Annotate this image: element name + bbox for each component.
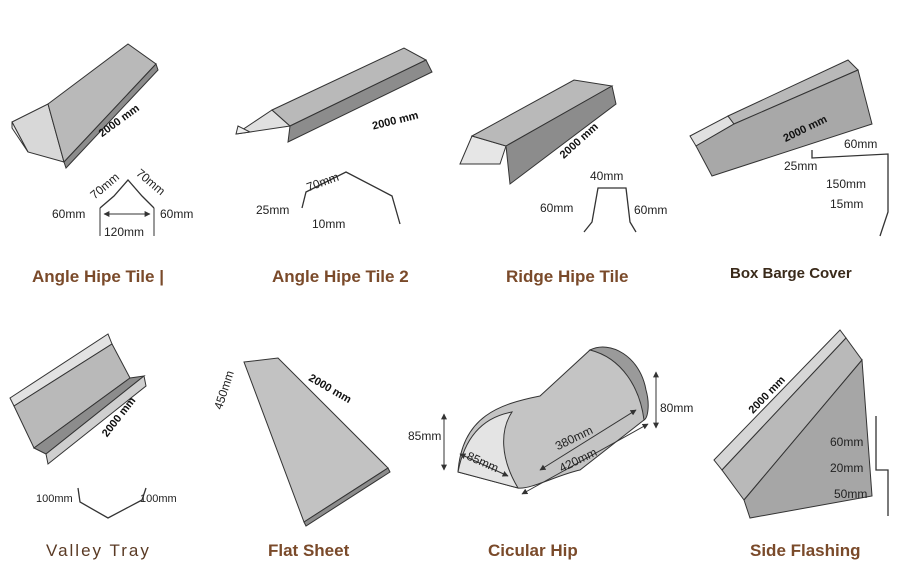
title-side-flashing: Side Flashing	[750, 541, 861, 560]
title-box-barge-cover: Box Barge Cover	[730, 265, 852, 282]
dim-label: 20mm	[830, 461, 864, 475]
box-barge-cover-drawing	[689, 59, 889, 237]
dim-label: 100mm	[140, 493, 177, 505]
title-angle-hipe-tile-1: Angle Hipe Tile |	[32, 267, 164, 286]
title-ridge-hipe-tile: Ridge Hipe Tile	[506, 267, 629, 286]
dim-label: 15mm	[830, 197, 864, 211]
cicular-hip-drawing	[441, 346, 659, 495]
dim-label: 50mm	[834, 487, 868, 501]
dim-label: 60mm	[634, 203, 668, 217]
ridge-hipe-tile-drawing	[459, 79, 637, 233]
title-flat-sheet: Flat Sheet	[268, 541, 350, 560]
title-cicular-hip: Cicular Hip	[488, 541, 578, 560]
title-valley-tray: Valley Tray	[46, 541, 151, 560]
dim-label: 10mm	[312, 217, 346, 231]
angle-hipe-tile-2-drawing	[235, 47, 433, 225]
dim-label: 40mm	[590, 169, 624, 183]
dim-label: 25mm	[784, 159, 818, 173]
angle-hipe-tile-1-drawing	[11, 43, 159, 236]
dim-label: 60mm	[160, 207, 194, 221]
dim-label: 85mm	[408, 429, 442, 443]
flat-sheet-drawing	[243, 357, 391, 527]
side-flashing-drawing	[713, 329, 889, 519]
dim-label: 80mm	[660, 401, 694, 415]
dim-label: 60mm	[830, 435, 864, 449]
valley-tray-drawing	[9, 333, 147, 519]
title-angle-hipe-tile-2: Angle Hipe Tile 2	[272, 267, 409, 286]
dim-label: 100mm	[36, 493, 73, 505]
dim-label: 120mm	[104, 225, 145, 239]
dim-label: 60mm	[540, 201, 574, 215]
dim-label: 25mm	[256, 203, 290, 217]
dim-label: 60mm	[844, 137, 878, 151]
dim-label: 150mm	[826, 177, 867, 191]
dim-label: 60mm	[52, 207, 86, 221]
